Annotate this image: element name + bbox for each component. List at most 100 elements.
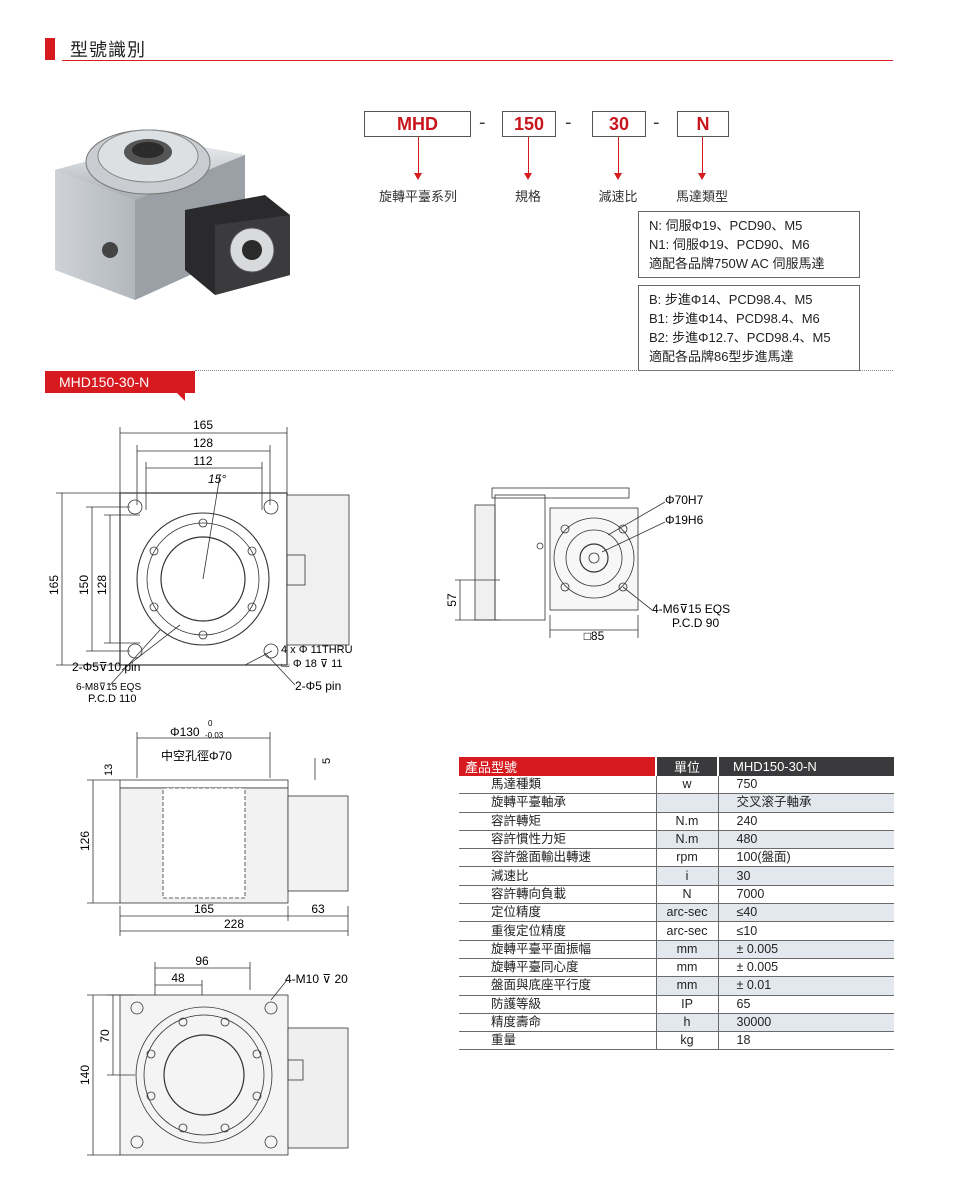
note-label: 6-M8⊽15 EQS [76, 682, 141, 693]
note-label: ⌴ Φ 18 ⊽ 11 [281, 658, 343, 670]
code-label-motor: 馬達類型 [675, 190, 728, 205]
spec-name-cell: 旋轉平臺平面振幅 [459, 940, 656, 959]
tol-upper: 0 [208, 719, 213, 728]
dim-label: 165 [47, 575, 61, 595]
spec-unit-cell: i [655, 866, 719, 886]
arrow-down-icon [614, 173, 622, 180]
page-title: 型號識別 [70, 40, 146, 61]
dim-label: 57 [445, 593, 459, 607]
title-accent-bar [45, 38, 55, 60]
arrow-line [418, 137, 419, 173]
spec-value-cell: 65 [718, 995, 894, 1014]
dim-label: 150 [77, 575, 91, 595]
stepper-option-line: 適配各品牌86型步進馬達 [649, 349, 794, 364]
spec-name-cell: 減速比 [459, 866, 656, 886]
servo-option-line: N: 伺服Φ19、PCD90、M5 [649, 218, 803, 233]
stepper-option-line: B: 步進Φ14、PCD98.4、M5 [649, 292, 813, 307]
spec-unit-cell: w [655, 776, 719, 795]
header-model: 產品型號 [459, 757, 656, 776]
code-motor: N [677, 111, 729, 137]
code-label-ratio: 減速比 [598, 190, 638, 205]
dim-label: 5 [321, 758, 333, 764]
servo-options-box: N: 伺服Φ19、PCD90、M5 N1: 伺服Φ19、PCD90、M6 適配各… [638, 211, 860, 278]
spec-unit-cell: h [655, 1013, 719, 1033]
spec-name-cell: 容許慣性力矩 [459, 830, 656, 850]
spec-unit-cell: mm [655, 958, 719, 978]
spec-name-cell: 容許轉向負載 [459, 885, 656, 905]
servo-option-line: 適配各品牌750W AC 伺服馬達 [649, 256, 825, 271]
section-tag-tail [177, 393, 185, 401]
arrow-down-icon [698, 173, 706, 180]
arrow-down-icon [414, 173, 422, 180]
spec-value-cell: ≤40 [718, 903, 894, 923]
dim-label: 165 [194, 902, 214, 916]
title-underline [62, 60, 893, 61]
spec-name-cell: 容許盤面輸出轉速 [459, 848, 656, 868]
spec-unit-cell: N.m [655, 830, 719, 850]
spec-name-cell: 旋轉平臺同心度 [459, 958, 656, 978]
spec-name-cell: 馬達種類 [459, 776, 656, 795]
spec-value-cell: 750 [718, 776, 894, 795]
spec-unit-cell: arc-sec [655, 903, 719, 923]
spec-name-cell: 盤面與底座平行度 [459, 976, 656, 996]
dim-label: Φ130 [170, 725, 200, 739]
dim-label: 165 [193, 418, 213, 432]
code-label-size: 規格 [514, 190, 541, 205]
spec-name-cell: 定位精度 [459, 903, 656, 923]
spec-value-cell: 100(盤面) [718, 848, 894, 868]
note-label: 2-Φ5⊽10 pin [72, 660, 140, 674]
note-label: 4-M6⊽15 EQS [652, 602, 730, 616]
arrow-line [618, 137, 619, 173]
spec-value-cell: ± 0.005 [718, 940, 894, 959]
dim-label: □85 [584, 629, 605, 643]
dim-label: 128 [95, 575, 109, 595]
tol-lower: -0.03 [205, 731, 224, 740]
spec-value-cell: 30000 [718, 1013, 894, 1033]
stepper-options-box: B: 步進Φ14、PCD98.4、M5 B1: 步進Φ14、PCD98.4、M6… [638, 285, 860, 371]
arrow-line [702, 137, 703, 173]
spec-name-cell: 防護等級 [459, 995, 656, 1014]
arrow-line [528, 137, 529, 173]
spec-value-cell: 7000 [718, 885, 894, 905]
note-label: P.C.D 90 [672, 616, 719, 630]
dim-label: 228 [224, 917, 244, 931]
arrow-down-icon [524, 173, 532, 180]
code-series: MHD [364, 111, 471, 137]
note-label: 4-M10 ⊽ 20 [285, 972, 348, 986]
spec-value-cell: ± 0.005 [718, 958, 894, 978]
dim-label: 128 [193, 436, 213, 450]
code-label-series: 旋轉平臺系列 [378, 190, 457, 205]
spec-unit-cell: IP [655, 995, 719, 1014]
spec-value-cell: 交叉滚子軸承 [718, 793, 894, 813]
code-dash: - [653, 112, 660, 133]
spec-name-cell: 重量 [459, 1031, 656, 1051]
front-view-drawing: Φ130 0 -0.03 中空孔徑Φ70 13 5 126 165 63 228 [78, 719, 349, 936]
spec-value-cell: 18 [718, 1031, 894, 1051]
note-label: P.C.D 110 [88, 693, 137, 705]
servo-option-line: N1: 伺服Φ19、PCD90、M6 [649, 237, 810, 252]
note-label: Φ70H7 [665, 493, 704, 507]
code-dash: - [565, 112, 572, 133]
dim-label: 48 [171, 971, 185, 985]
section-divider [195, 370, 893, 371]
spec-unit-cell: mm [655, 940, 719, 959]
spec-unit-cell: mm [655, 976, 719, 996]
spec-unit-cell: N.m [655, 812, 719, 831]
dim-angle: 15° [208, 472, 226, 486]
spec-unit-cell: rpm [655, 848, 719, 868]
spec-name-cell: 旋轉平臺軸承 [459, 793, 656, 813]
note-label: Φ19H6 [665, 513, 704, 527]
